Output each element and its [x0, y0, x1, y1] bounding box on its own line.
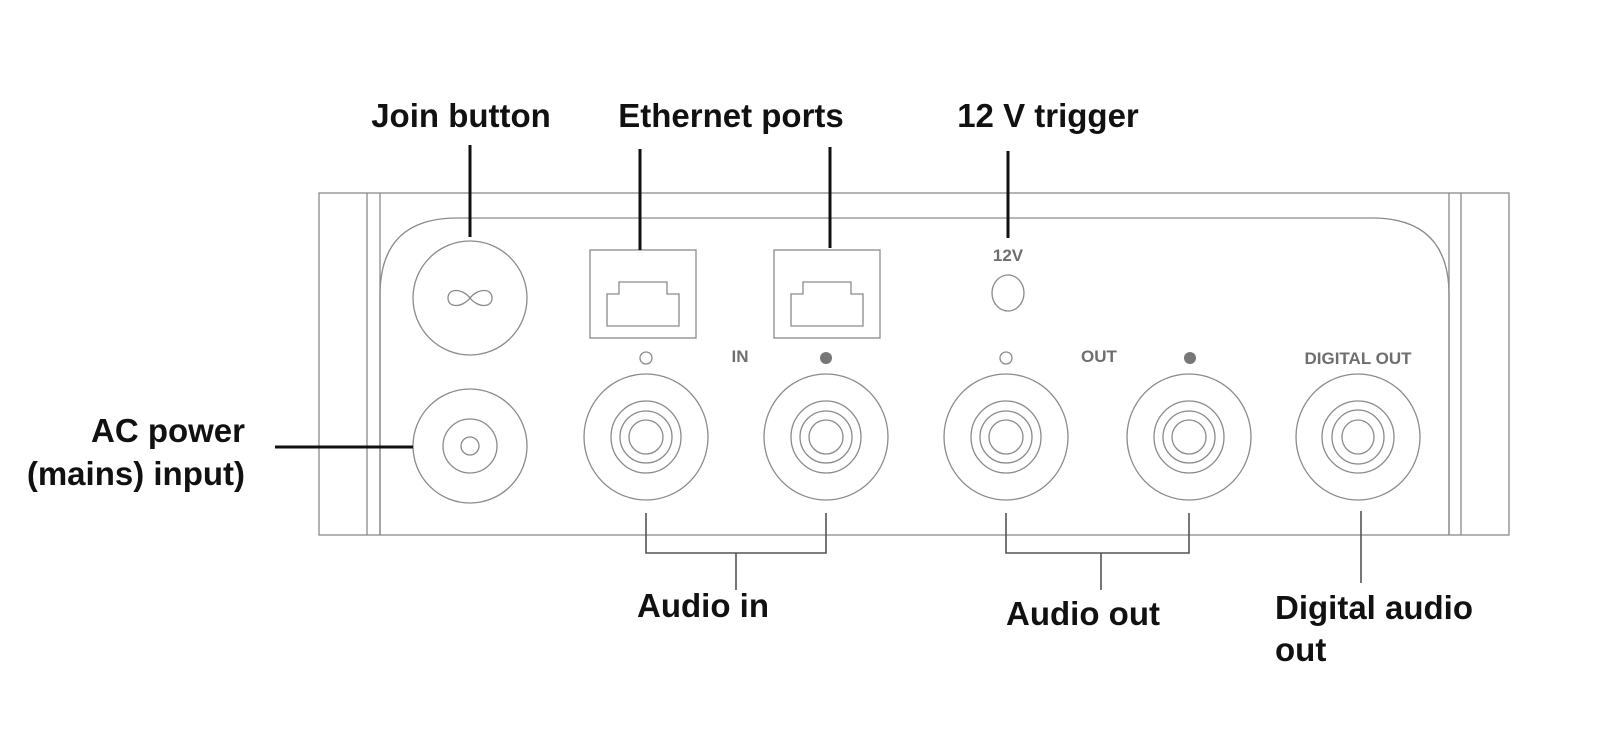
rca-ring-outer	[970, 400, 1042, 474]
rca-jack-icon	[1126, 373, 1252, 501]
rca-ring-inner	[808, 419, 844, 455]
audio-out-bracket	[1005, 513, 1190, 590]
leader-lines	[275, 145, 1362, 590]
audio-in-callout: Audio in	[637, 587, 769, 624]
chassis-outer-frame	[318, 192, 1510, 536]
audio-out-left-jack[interactable]	[943, 373, 1069, 501]
connector-panel-recess	[379, 217, 1450, 535]
trigger-panel-label: 12V	[993, 246, 1024, 265]
rca-ring-inner	[1171, 419, 1207, 455]
hollow-dot-icon	[639, 351, 653, 365]
audio-out-right-jack[interactable]	[1126, 373, 1252, 501]
rca-ring-inner	[628, 419, 664, 455]
ac-power-mid-ring	[442, 418, 498, 474]
filled-dot-icon	[1184, 352, 1196, 364]
infinity-icon	[447, 289, 493, 307]
join-button-callout: Join button	[371, 97, 551, 134]
ac-power-callout-line1: AC power	[91, 412, 245, 449]
audio-in-left-jack[interactable]	[583, 373, 709, 501]
join-button-body[interactable]	[412, 240, 528, 356]
ethernet-ports-callout: Ethernet ports	[618, 97, 844, 134]
rca-ring-outer	[1321, 400, 1395, 474]
rca-ring-mid	[619, 410, 673, 464]
rca-ring-inner	[1341, 419, 1375, 455]
ac-power-pin	[460, 436, 480, 456]
digital-out-panel-label: DIGITAL OUT	[1304, 349, 1412, 368]
rca-ring-mid	[979, 410, 1033, 464]
ac-power-callout-line2: (mains) input)	[27, 455, 245, 492]
digital-audio-out-callout-line1: Digital audio	[1275, 589, 1473, 626]
audio-out-callout: Audio out	[1006, 595, 1160, 632]
rca-ring-outer	[610, 400, 682, 474]
rca-jack-icon	[763, 373, 889, 501]
audio-in-bracket	[645, 513, 827, 590]
filled-dot-icon	[820, 352, 832, 364]
digital-out-jack[interactable]	[1295, 373, 1421, 501]
rj45-port-icon	[606, 281, 680, 327]
ethernet-port-2[interactable]	[773, 249, 881, 339]
audio-in-right-jack[interactable]	[763, 373, 889, 501]
rca-ring-outer	[790, 400, 862, 474]
rca-ring-mid	[1162, 410, 1216, 464]
rca-ring-mid	[799, 410, 853, 464]
rca-ring-mid	[1331, 409, 1385, 465]
hollow-dot-icon	[999, 351, 1013, 365]
rca-ring-inner	[988, 419, 1024, 455]
rj45-port-icon	[790, 281, 864, 327]
rca-jack-icon	[583, 373, 709, 501]
rca-ring-outer	[1153, 400, 1225, 474]
trigger-jack[interactable]	[991, 274, 1025, 312]
trigger-callout: 12 V trigger	[957, 97, 1139, 134]
out-panel-label: OUT	[1081, 347, 1118, 366]
digital-audio-out-callout-line2: out	[1275, 631, 1326, 668]
ethernet-port-2-frame	[773, 249, 881, 339]
in-panel-label: IN	[732, 347, 749, 366]
join-button[interactable]	[412, 240, 528, 356]
rca-jack-icon	[1295, 373, 1421, 501]
rca-jack-icon	[943, 373, 1069, 501]
ac-power-inlet[interactable]	[412, 388, 528, 504]
ethernet-port-1[interactable]	[589, 249, 697, 339]
ethernet-port-1-frame	[589, 249, 697, 339]
ac-power-outer-ring	[412, 388, 528, 504]
chassis	[318, 192, 1510, 536]
